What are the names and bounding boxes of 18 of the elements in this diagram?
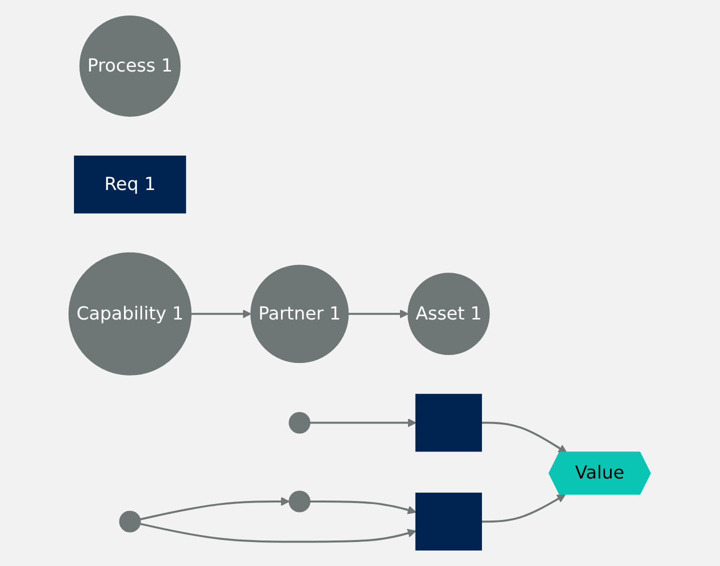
node-circle: Capability 1 — [68, 252, 192, 376]
node-circle: Asset 1 — [408, 272, 490, 355]
node-circle — [289, 412, 311, 434]
arrow — [310, 418, 417, 428]
arrow — [310, 500, 417, 514]
node-circle — [120, 510, 142, 532]
node-box: Req 1 — [74, 156, 186, 214]
arrow — [348, 309, 409, 318]
arrow — [140, 522, 417, 543]
arrow — [482, 422, 568, 454]
node-circle: Partner 1 — [250, 264, 350, 364]
node-box — [416, 492, 482, 550]
node-circle: Process 1 — [80, 15, 181, 117]
arrow — [191, 309, 252, 318]
node-box — [416, 394, 482, 452]
node-circle — [289, 490, 311, 512]
arrow — [140, 497, 290, 520]
arrow — [482, 494, 566, 523]
